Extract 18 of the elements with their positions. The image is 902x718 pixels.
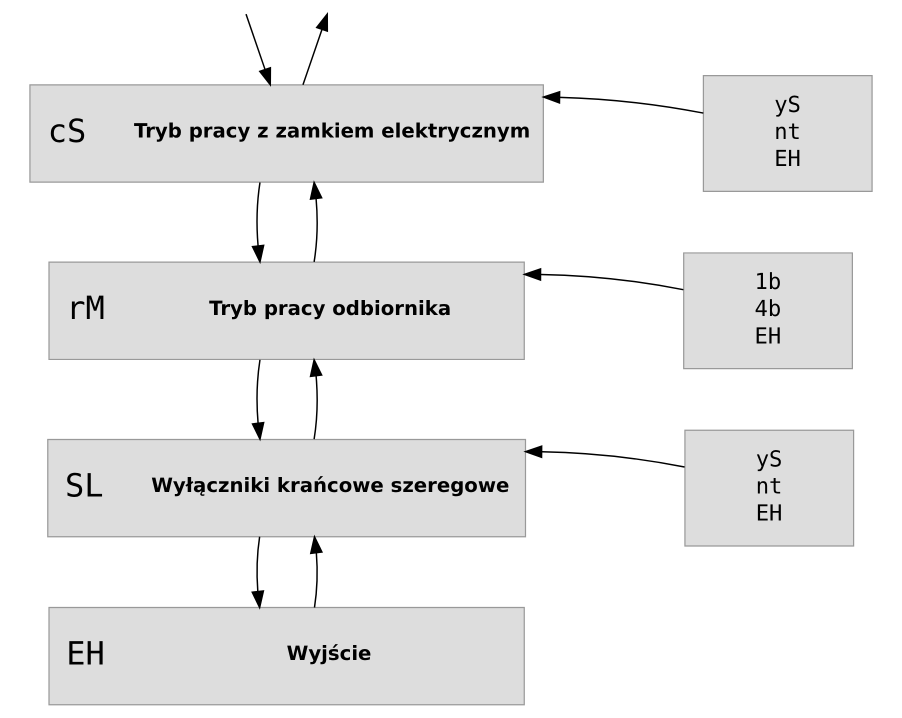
arrow <box>541 90 704 114</box>
arrow <box>310 534 324 608</box>
arrow <box>522 268 684 290</box>
node-box: yS nt EH <box>702 75 873 192</box>
arrow <box>302 12 328 85</box>
node-box: cS Tryb pracy z zamkiem elektrycznym <box>29 84 544 183</box>
node-box: SL Wyłączniki krańcowe szeregowe <box>47 438 526 538</box>
arrow <box>523 445 685 468</box>
arrow <box>251 536 264 610</box>
arrow <box>245 14 272 87</box>
node-box: 1b 4b EH <box>683 252 853 370</box>
arrow <box>310 358 323 440</box>
arrow <box>251 360 265 442</box>
node-box: EH Wyjście <box>48 606 525 706</box>
arrow <box>251 182 265 264</box>
arrow <box>310 180 323 262</box>
node-box: yS nt EH <box>684 430 854 547</box>
node-box: rM Tryb pracy odbiornika <box>48 262 525 360</box>
